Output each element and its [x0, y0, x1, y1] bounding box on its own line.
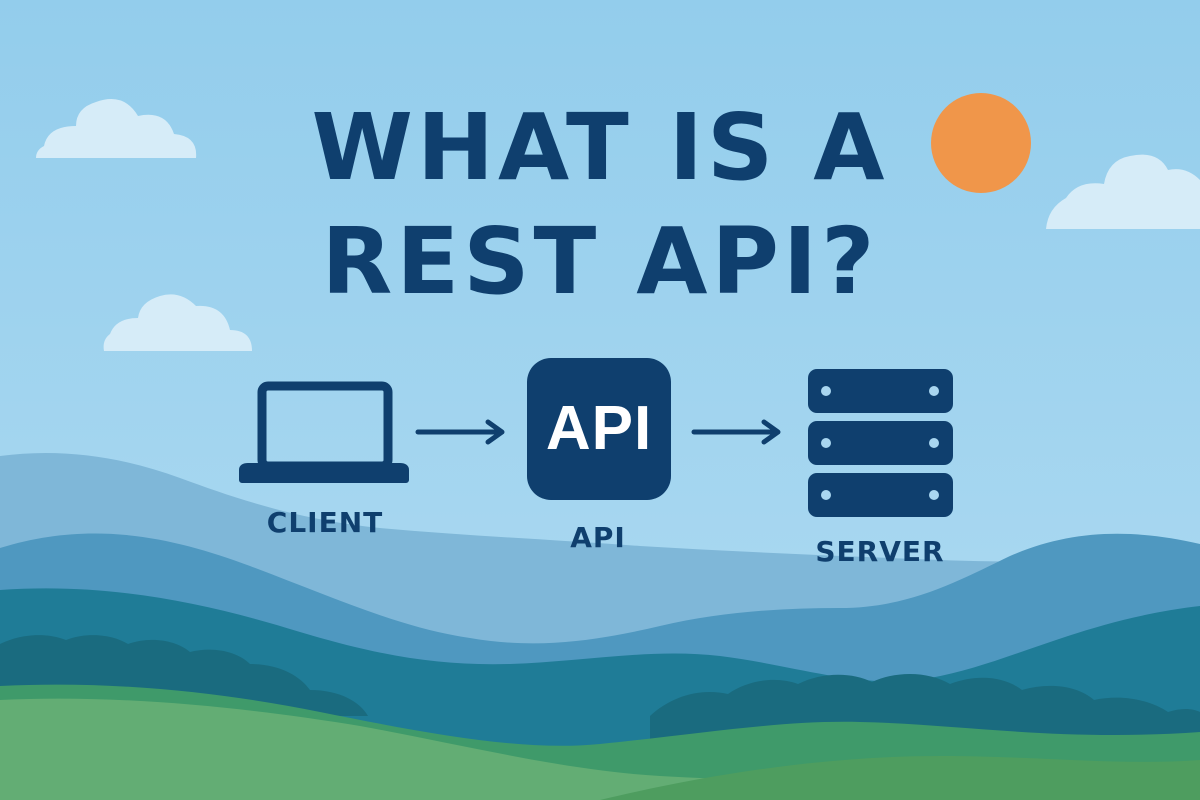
api-box-icon: API [527, 358, 671, 500]
client-label: CLIENT [266, 506, 384, 539]
cloud-icon [103, 294, 252, 351]
title-line-2: REST API? [321, 208, 879, 315]
cloud-icon [1046, 154, 1200, 229]
api-box-text: API [545, 394, 653, 463]
title-line-1: WHAT IS A [311, 94, 889, 201]
client-to-api-arrow-icon [415, 419, 505, 445]
laptop-icon [239, 381, 409, 483]
sun-icon [931, 93, 1031, 193]
light-green-field [0, 698, 1200, 800]
front-green-hill [600, 756, 1200, 800]
api-to-server-arrow-icon [691, 419, 781, 445]
server-label: SERVER [815, 535, 945, 568]
server-stack-icon [808, 369, 953, 517]
api-label: API [570, 521, 626, 554]
cloud-icon [36, 99, 197, 158]
